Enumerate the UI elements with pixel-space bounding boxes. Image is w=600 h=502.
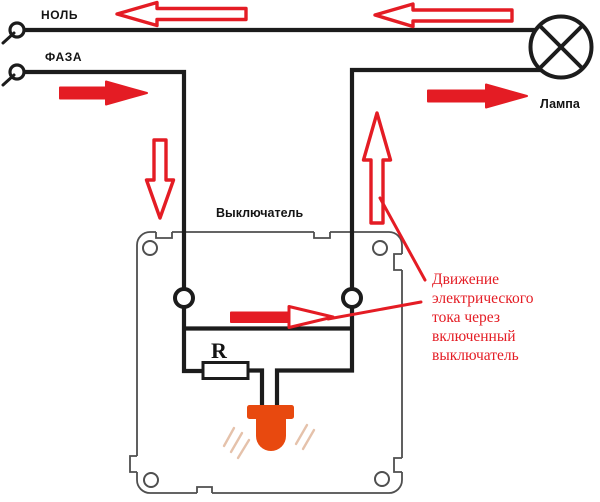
annotation-leader-lines: [326, 196, 427, 321]
resistor-output-wire: [248, 368, 265, 408]
lamp-current-arrow: [427, 83, 528, 109]
switch-enclosure: [129, 230, 404, 495]
enclosure-notches: [129, 232, 402, 493]
phase-label: ФАЗА: [45, 50, 83, 64]
screw-hole-bottom-right: [374, 471, 390, 487]
lamp-label: Лампа: [540, 97, 580, 111]
screw-holes: [142, 240, 390, 488]
switch-up-arrow: [361, 111, 393, 225]
current-flow-annotation: Движение электрического тока через включ…: [432, 271, 534, 364]
switch-internal-arrow-head: [287, 305, 335, 329]
neutral-current-arrow-near-lamp: [373, 2, 514, 29]
screw-hole-top-left: [142, 240, 158, 256]
leader-line-to-up-arrow: [378, 196, 427, 282]
screw-hole-bottom-left: [143, 472, 159, 488]
led-light-rays: [222, 423, 316, 460]
neutral-terminal-icon: [1, 21, 26, 45]
switch-terminal-left: [173, 287, 195, 309]
solid-arrows: [59, 80, 528, 323]
switch-enclosure-outline: [136, 231, 403, 494]
phase-down-arrow: [144, 138, 176, 220]
switch-internal-arrow-body: [230, 311, 290, 323]
resistor-symbol: [201, 361, 250, 380]
switch-label: Выключатель: [216, 206, 304, 220]
neutral-current-arrow-outer: [115, 0, 248, 28]
phase-terminal-icon: [1, 63, 26, 87]
phase-wire: [24, 69, 203, 374]
lamp-to-switch-wire: [274, 67, 542, 408]
wires: [24, 27, 545, 408]
resistor-label: R: [211, 338, 227, 363]
neutral-label: НОЛЬ: [41, 8, 79, 22]
screw-hole-top-right: [372, 240, 388, 256]
switch-terminal-right: [341, 287, 363, 309]
phase-current-arrow: [59, 80, 148, 106]
lamp-icon: [528, 14, 594, 80]
led-indicator-icon: [247, 405, 294, 451]
leader-line-to-switch-arrow: [326, 300, 423, 321]
enclosure-notch-erasers: [135, 230, 404, 495]
